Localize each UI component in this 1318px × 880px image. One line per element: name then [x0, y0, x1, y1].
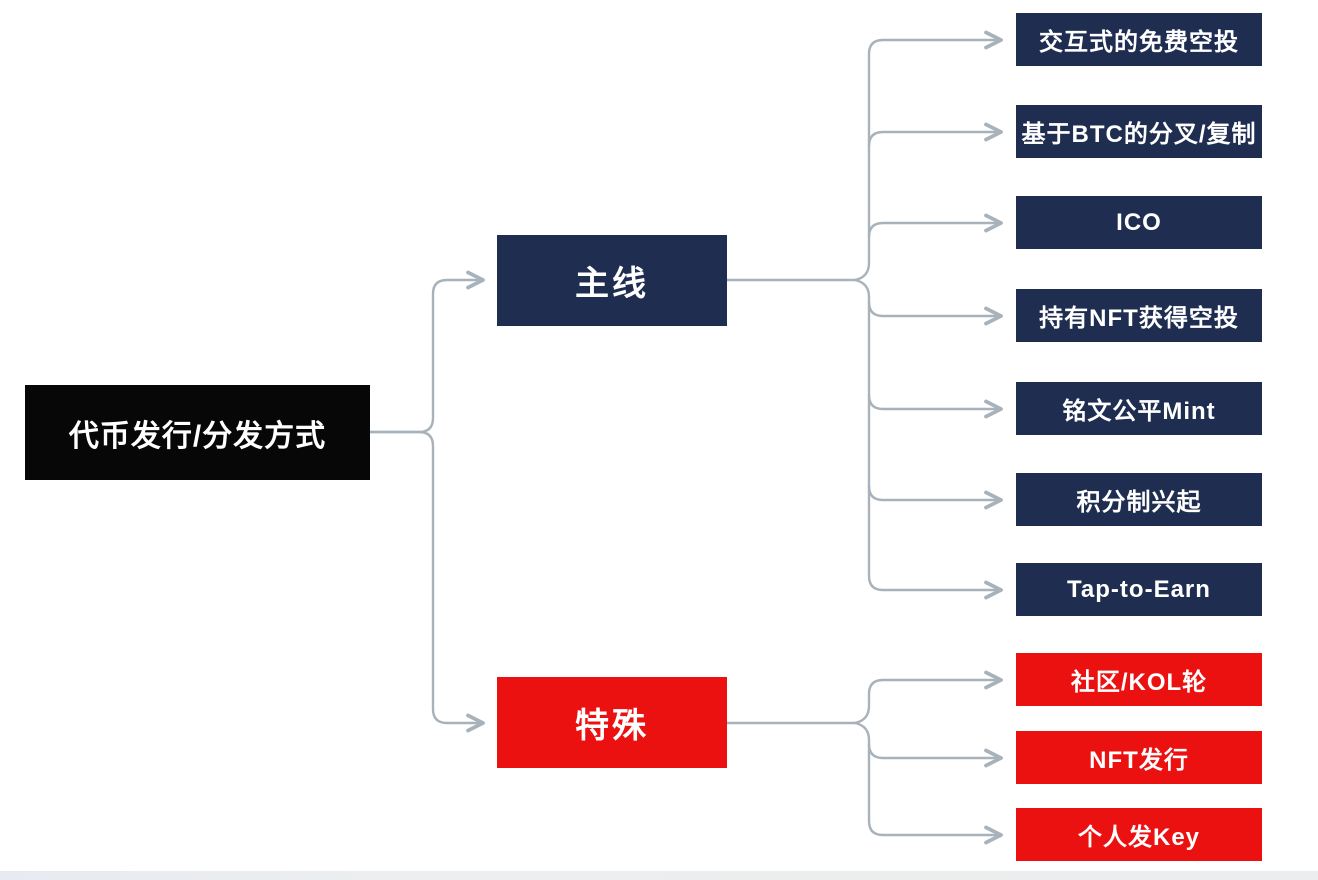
edge-root-to-special — [368, 430, 485, 733]
edge-main-leaf1 — [853, 30, 1003, 282]
leaf-personal-key: 个人发Key — [1016, 808, 1262, 861]
edge-main-leaf3 — [867, 213, 1003, 239]
edge-special-leaf2 — [867, 742, 1003, 768]
branch-node-main: 主线 — [497, 235, 727, 326]
edge-main-leaf6 — [867, 484, 1003, 510]
edge-main-leaf5 — [867, 393, 1003, 419]
edge-main-leaf2 — [867, 122, 1003, 148]
leaf-ico: ICO — [1016, 196, 1262, 249]
edge-special-leaf3 — [853, 721, 1003, 845]
edge-special-leaf1 — [853, 670, 1003, 725]
leaf-nft-holder-airdrop: 持有NFT获得空投 — [1016, 289, 1262, 342]
leaf-interactive-free-airdrop: 交互式的免费空投 — [1016, 13, 1262, 66]
leaf-btc-fork-copy: 基于BTC的分叉/复制 — [1016, 105, 1262, 158]
root-node: 代币发行/分发方式 — [25, 385, 370, 480]
leaf-points-system-rise: 积分制兴起 — [1016, 473, 1262, 526]
edge-main-leaf4 — [867, 300, 1003, 326]
leaf-nft-issuance: NFT发行 — [1016, 731, 1262, 784]
edge-root-to-main — [368, 270, 485, 434]
leaf-inscription-fair-mint: 铭文公平Mint — [1016, 382, 1262, 435]
leaf-tap-to-earn: Tap-to-Earn — [1016, 563, 1262, 616]
leaf-community-kol-round: 社区/KOL轮 — [1016, 653, 1262, 706]
edge-main-leaf7 — [853, 278, 1003, 600]
bottom-edge-strip — [0, 871, 1318, 880]
branch-node-special: 特殊 — [497, 677, 727, 768]
